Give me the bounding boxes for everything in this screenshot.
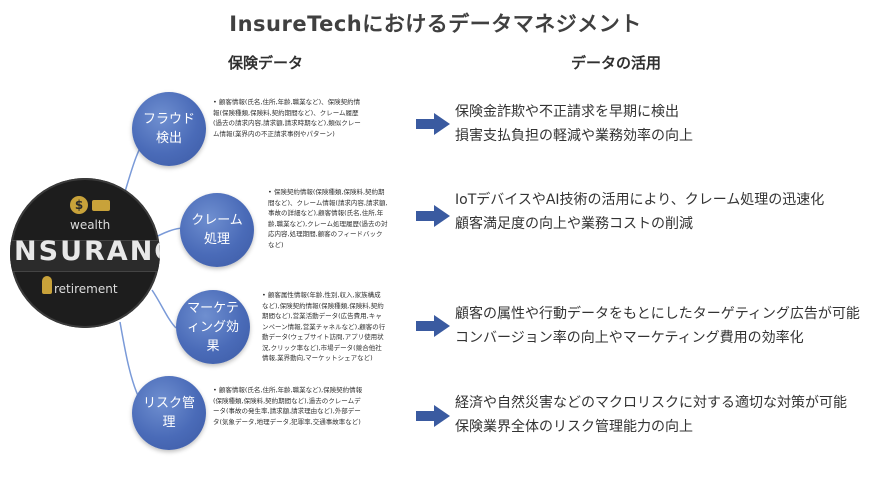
money-bag-icon: $ [70, 196, 88, 214]
connector-risk [120, 322, 140, 400]
hub-word-wealth: wealth [70, 218, 110, 232]
result-fraud: 保険金詐欺や不正請求を早期に検出 損害支払負担の軽減や業務効率の向上 [455, 100, 693, 148]
arrow-right-icon [416, 205, 450, 227]
category-label: フラウド検出 [138, 110, 200, 148]
page-title: InsureTechにおけるデータマネジメント [0, 8, 871, 38]
data-list-text: 顧客情報(氏名,住所,年齢,職業など)、保険契約情報(保険種類,保険料,契約期間… [213, 98, 361, 138]
category-node-fraud: フラウド検出 [132, 92, 206, 166]
arrow-right-icon [416, 113, 450, 135]
result-line: 顧客満足度の向上や業務コストの削減 [455, 212, 824, 236]
result-line: IoTデバイスやAI技術の活用により、クレーム処理の迅速化 [455, 188, 824, 212]
data-list-fraud: •顧客情報(氏名,住所,年齢,職業など)、保険契約情報(保険種類,保険料,契約期… [213, 97, 363, 139]
category-node-claim: クレーム処理 [180, 193, 254, 267]
result-line: 顧客の属性や行動データをもとにしたターゲティング広告が可能 [455, 302, 860, 326]
data-list-claim: •保険契約情報(保険種類,保険料,契約期間など)、クレーム情報(請求内容,請求額… [268, 187, 388, 250]
category-label: マーケティング効果 [182, 299, 244, 356]
result-marketing: 顧客の属性や行動データをもとにしたターゲティング広告が可能 コンバージョン率の向… [455, 302, 860, 350]
category-node-marketing: マーケティング効果 [176, 290, 250, 364]
data-list-risk: •顧客情報(氏名,住所,年齢,職業など),保険契約情報(保険種類,保険料,契約期… [213, 385, 365, 427]
category-node-risk: リスク管理 [132, 376, 206, 450]
category-label: リスク管理 [138, 394, 200, 432]
data-list-text: 保険契約情報(保険種類,保険料,契約期間など)、クレーム情報(請求内容,請求額,… [268, 188, 388, 249]
result-line: 損害支払負担の軽減や業務効率の向上 [455, 124, 693, 148]
data-list-text: 顧客情報(氏名,住所,年齢,職業など),保険契約情報(保険種類,保険料,契約期間… [213, 386, 362, 426]
result-line: 保険業界全体のリスク管理能力の向上 [455, 415, 847, 439]
insurance-hub-image: $ wealth INSURANCE retirement [10, 178, 160, 328]
result-risk: 経済や自然災害などのマクロリスクに対する適切な対策が可能 保険業界全体のリスク管… [455, 391, 847, 439]
result-claim: IoTデバイスやAI技術の活用により、クレーム処理の迅速化 顧客満足度の向上や業… [455, 188, 824, 236]
result-line: 経済や自然災害などのマクロリスクに対する適切な対策が可能 [455, 391, 847, 415]
cash-icon [92, 200, 110, 211]
retiree-icon [42, 276, 52, 294]
right-column-heading: データの活用 [571, 52, 661, 73]
arrow-right-icon [416, 405, 450, 427]
left-column-heading: 保険データ [228, 52, 303, 73]
connector-marketing [152, 290, 176, 328]
result-line: 保険金詐欺や不正請求を早期に検出 [455, 100, 693, 124]
hub-word-retirement: retirement [54, 282, 118, 296]
hub-word-insurance: INSURANCE [10, 236, 160, 267]
arrow-right-icon [416, 315, 450, 337]
category-label: クレーム処理 [186, 211, 248, 249]
result-line: コンバージョン率の向上やマーケティング費用の効率化 [455, 326, 860, 350]
data-list-marketing: •顧客属性情報(年齢,性別,収入,家族構成など),保険契約情報(保険種類,保険料… [262, 290, 387, 364]
data-list-text: 顧客属性情報(年齢,性別,収入,家族構成など),保険契約情報(保険種類,保険料,… [262, 291, 385, 362]
